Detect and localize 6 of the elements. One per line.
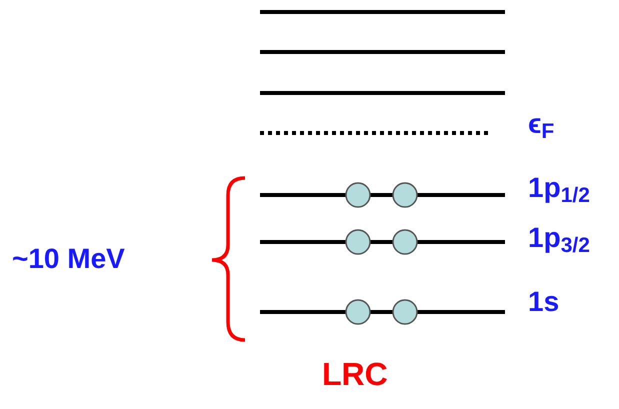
- level-label: 1s: [528, 288, 560, 316]
- level-label: 1p$_{1/2}$: [528, 174, 590, 202]
- level-label: 1p$_{3/2}$: [528, 224, 590, 252]
- caption-label: LRC: [322, 358, 388, 390]
- fermi-level-label: ϵ$_{F}$: [528, 110, 554, 138]
- energy-range-label: ~10 MeV: [12, 245, 125, 273]
